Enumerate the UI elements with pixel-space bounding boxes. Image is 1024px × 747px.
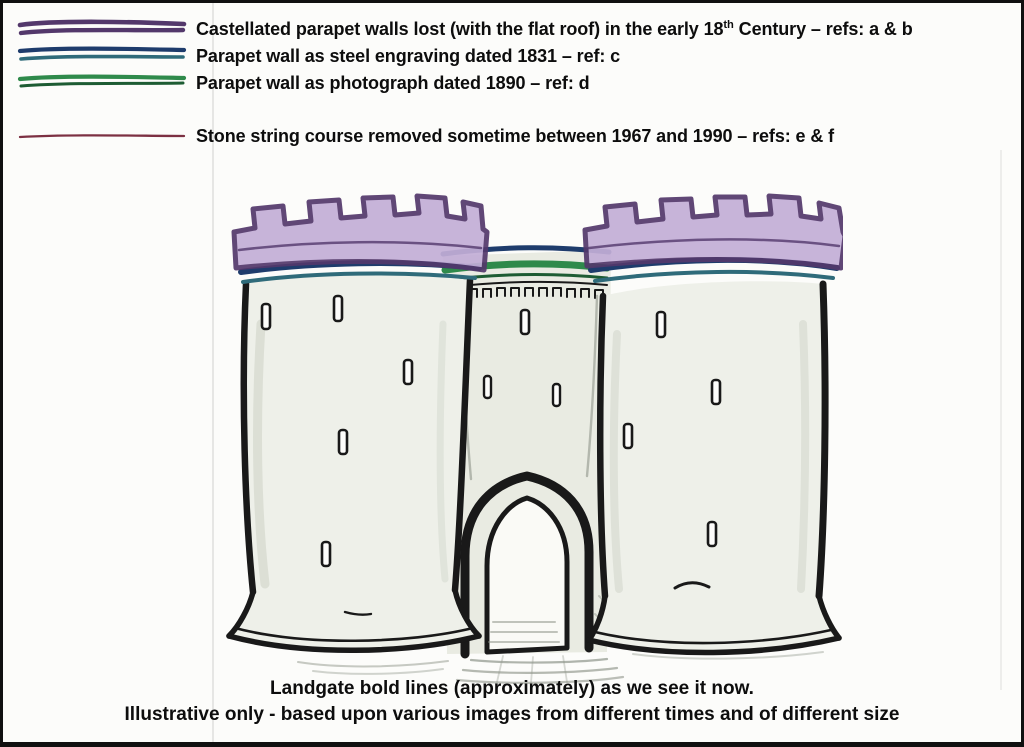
green-line-swatch [17, 74, 187, 88]
arrow-slits-center [482, 308, 562, 408]
ground-shadow [297, 651, 824, 675]
left-tower [226, 193, 490, 653]
legend: Castellated parapet walls lost (with the… [16, 16, 913, 150]
scan-artifact-line [1000, 150, 1002, 690]
caption-line-1: Landgate bold lines (approximately) as w… [270, 678, 754, 699]
red-line-swatch [18, 134, 186, 139]
legend-item-string-course: Stone string course removed sometime bet… [16, 123, 913, 150]
legend-label-text: Castellated parapet walls lost (with the… [196, 19, 724, 39]
legend-label: Parapet wall as steel engraving dated 18… [196, 46, 621, 66]
legend-item-steel-engraving: Parapet wall as steel engraving dated 18… [16, 43, 913, 70]
purple-line-swatch [17, 19, 187, 36]
castellated-parapet-left [231, 193, 490, 273]
roadway [455, 655, 625, 684]
arrow-slits-left-tower [260, 294, 414, 568]
scan-fold-line [212, 0, 214, 747]
legend-label: Parapet wall as photograph dated 1890 – … [196, 73, 590, 93]
blue-line-swatch [17, 46, 187, 61]
legend-label: Stone string course removed sometime bet… [196, 126, 835, 146]
gateway-arch [460, 471, 594, 659]
caption-line-2: Illustrative only - based upon various i… [124, 704, 900, 725]
arrow-slits-right-tower [622, 310, 722, 548]
right-tower [582, 193, 843, 656]
landgate-illustration [226, 193, 843, 684]
legend-label-superscript: th [723, 19, 734, 31]
castellated-parapet-right [582, 193, 843, 271]
legend-label-text: Century – refs: a & b [733, 19, 913, 39]
legend-label: Castellated parapet walls lost (with the… [196, 19, 913, 40]
legend-item-castellated-parapet: Castellated parapet walls lost (with the… [16, 16, 913, 43]
legend-item-photograph-1890: Parapet wall as photograph dated 1890 – … [16, 70, 913, 97]
